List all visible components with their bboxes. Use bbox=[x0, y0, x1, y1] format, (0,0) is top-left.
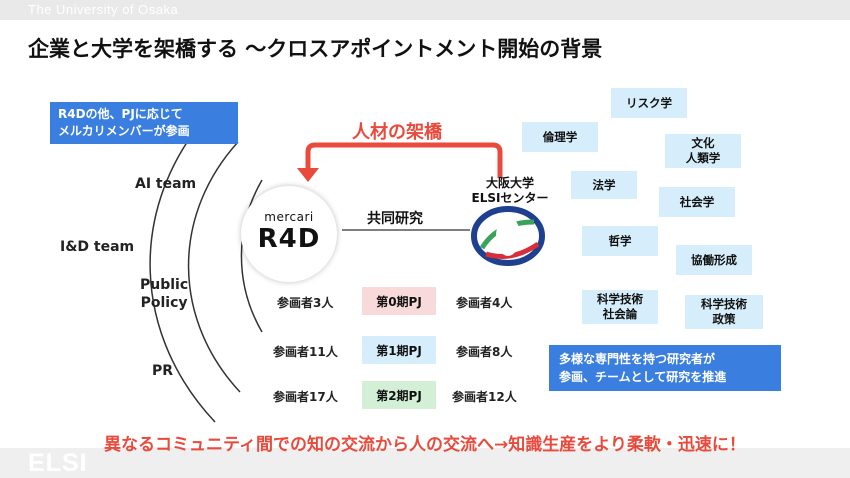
inner-team-arc bbox=[240, 179, 263, 333]
project-1-label: 第1期PJ bbox=[362, 336, 436, 364]
project-1-right: 参画者8人 bbox=[456, 345, 513, 359]
note-line-1: R4Dの他、PJに応じて bbox=[58, 107, 183, 121]
slide-title: 企業と大学を架橋する ～クロスアポイントメント開始の背景 bbox=[28, 37, 603, 61]
discipline-science-policy: 科学技術政策 bbox=[685, 295, 763, 329]
discipline-ethics: 倫理学 bbox=[522, 122, 598, 152]
osaka-line-2: ELSIセンター bbox=[471, 191, 549, 205]
project-2-right: 参画者12人 bbox=[452, 390, 517, 404]
mercari-brand: mercari bbox=[264, 210, 314, 224]
osaka-elsi-logo bbox=[471, 206, 545, 266]
project-1-left: 参画者11人 bbox=[273, 345, 338, 359]
discipline-cocreation: 協働形成 bbox=[676, 245, 752, 275]
research-team-note: 多様な専門性を持つ研究者が 参画、チームとして研究を推進 bbox=[549, 345, 781, 391]
footer-message: 異なるコミュニティ間での知の交流から人の交流へ→知識生産をより柔軟・迅速に！ bbox=[104, 435, 746, 455]
mercari-r4d-logo: mercari R4D bbox=[241, 186, 337, 282]
bridge-label: 人材の架橋 bbox=[352, 122, 442, 143]
discipline-sts: 科学技術社会論 bbox=[582, 290, 658, 324]
osaka-elsi-label: 大阪大学 ELSIセンター bbox=[466, 176, 554, 206]
discipline-law: 法学 bbox=[571, 171, 637, 199]
bridge-arrow bbox=[305, 142, 503, 178]
university-name: The University of Osaka bbox=[28, 2, 179, 17]
outer-team-arc bbox=[149, 117, 216, 423]
top-bar bbox=[0, 0, 850, 20]
team-ai: AI team bbox=[135, 176, 197, 192]
team-public-line-1: Public bbox=[140, 277, 189, 293]
team-public-policy: Public Policy bbox=[140, 276, 188, 312]
research-line-1: 多様な専門性を持つ研究者が bbox=[559, 352, 716, 366]
mercari-members-note: R4Dの他、PJに応じて メルカリメンバーが参画 bbox=[50, 102, 238, 144]
r4d-name: R4D bbox=[257, 224, 321, 254]
project-0-label: 第0期PJ bbox=[362, 287, 436, 315]
note-line-2: メルカリメンバーが参画 bbox=[58, 124, 190, 138]
discipline-risk: リスク学 bbox=[611, 88, 687, 118]
team-id: I&D team bbox=[60, 239, 135, 255]
footer-bar bbox=[0, 448, 850, 478]
elsi-watermark: ELSI bbox=[28, 449, 88, 477]
discipline-cultural-anthropology: 文化人類学 bbox=[665, 134, 741, 168]
project-2-label: 第2期PJ bbox=[362, 381, 436, 409]
team-public-line-2: Policy bbox=[140, 295, 188, 311]
team-pr: PR bbox=[152, 363, 174, 379]
joint-research-label: 共同研究 bbox=[367, 211, 423, 227]
discipline-sociology: 社会学 bbox=[659, 187, 735, 217]
project-0-right: 参画者4人 bbox=[456, 296, 513, 310]
project-0-left: 参画者3人 bbox=[277, 296, 334, 310]
discipline-philosophy: 哲学 bbox=[582, 226, 658, 256]
project-2-left: 参画者17人 bbox=[273, 390, 338, 404]
middle-team-arc bbox=[187, 141, 241, 393]
osaka-line-1: 大阪大学 bbox=[485, 176, 534, 190]
research-line-2: 参画、チームとして研究を推進 bbox=[559, 370, 727, 384]
bridge-arrow-head bbox=[297, 168, 319, 182]
